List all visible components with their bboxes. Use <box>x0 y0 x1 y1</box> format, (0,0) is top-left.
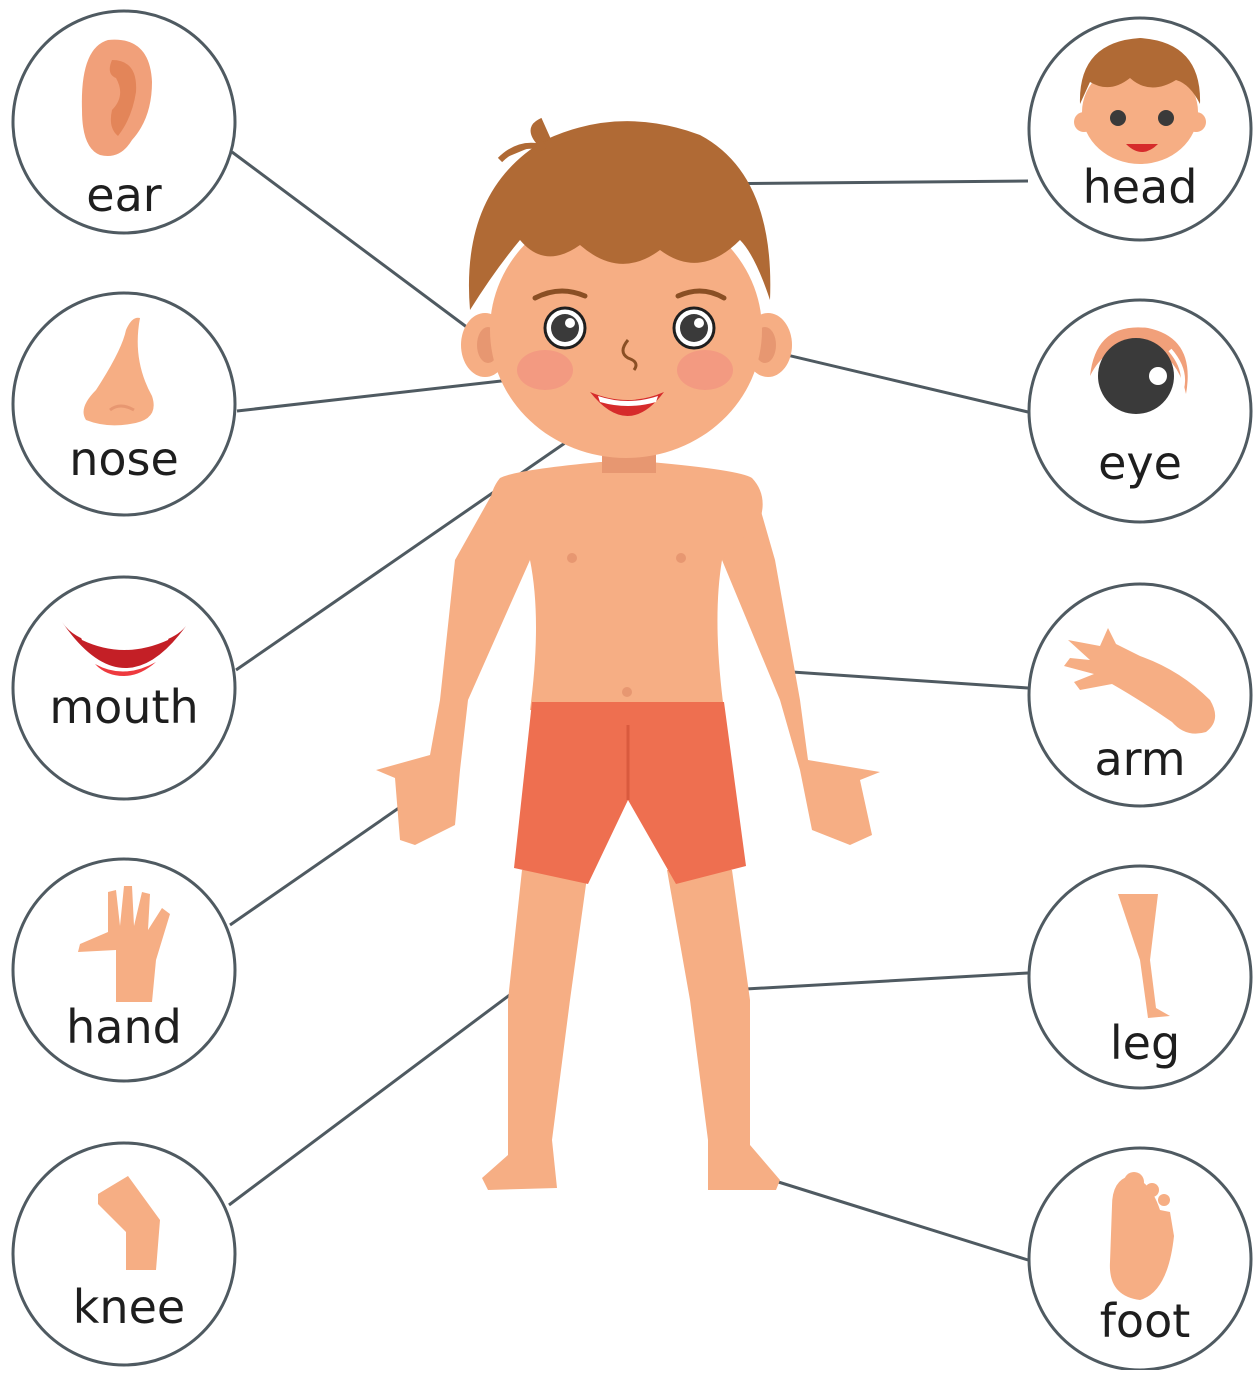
label-ear: ear <box>9 172 239 218</box>
shorts-shape <box>514 702 746 884</box>
torso-shape <box>490 462 762 710</box>
label-knee: knee <box>14 1284 244 1330</box>
label-nose: nose <box>9 436 239 482</box>
right-leg-shape <box>667 870 780 1190</box>
label-foot: foot <box>1030 1298 1256 1344</box>
arm-connector <box>792 672 1028 688</box>
label-eye: eye <box>1025 440 1255 486</box>
leg-connector <box>728 973 1028 990</box>
label-hand: hand <box>9 1004 239 1050</box>
label-mouth: mouth <box>9 684 239 730</box>
left-leg-shape <box>482 870 588 1190</box>
label-arm: arm <box>1025 736 1255 782</box>
label-head: head <box>1025 164 1255 210</box>
ear-connector <box>232 152 472 331</box>
foot-connector <box>740 1170 1028 1260</box>
label-leg: leg <box>1030 1020 1256 1066</box>
boy-figure <box>376 121 880 1190</box>
